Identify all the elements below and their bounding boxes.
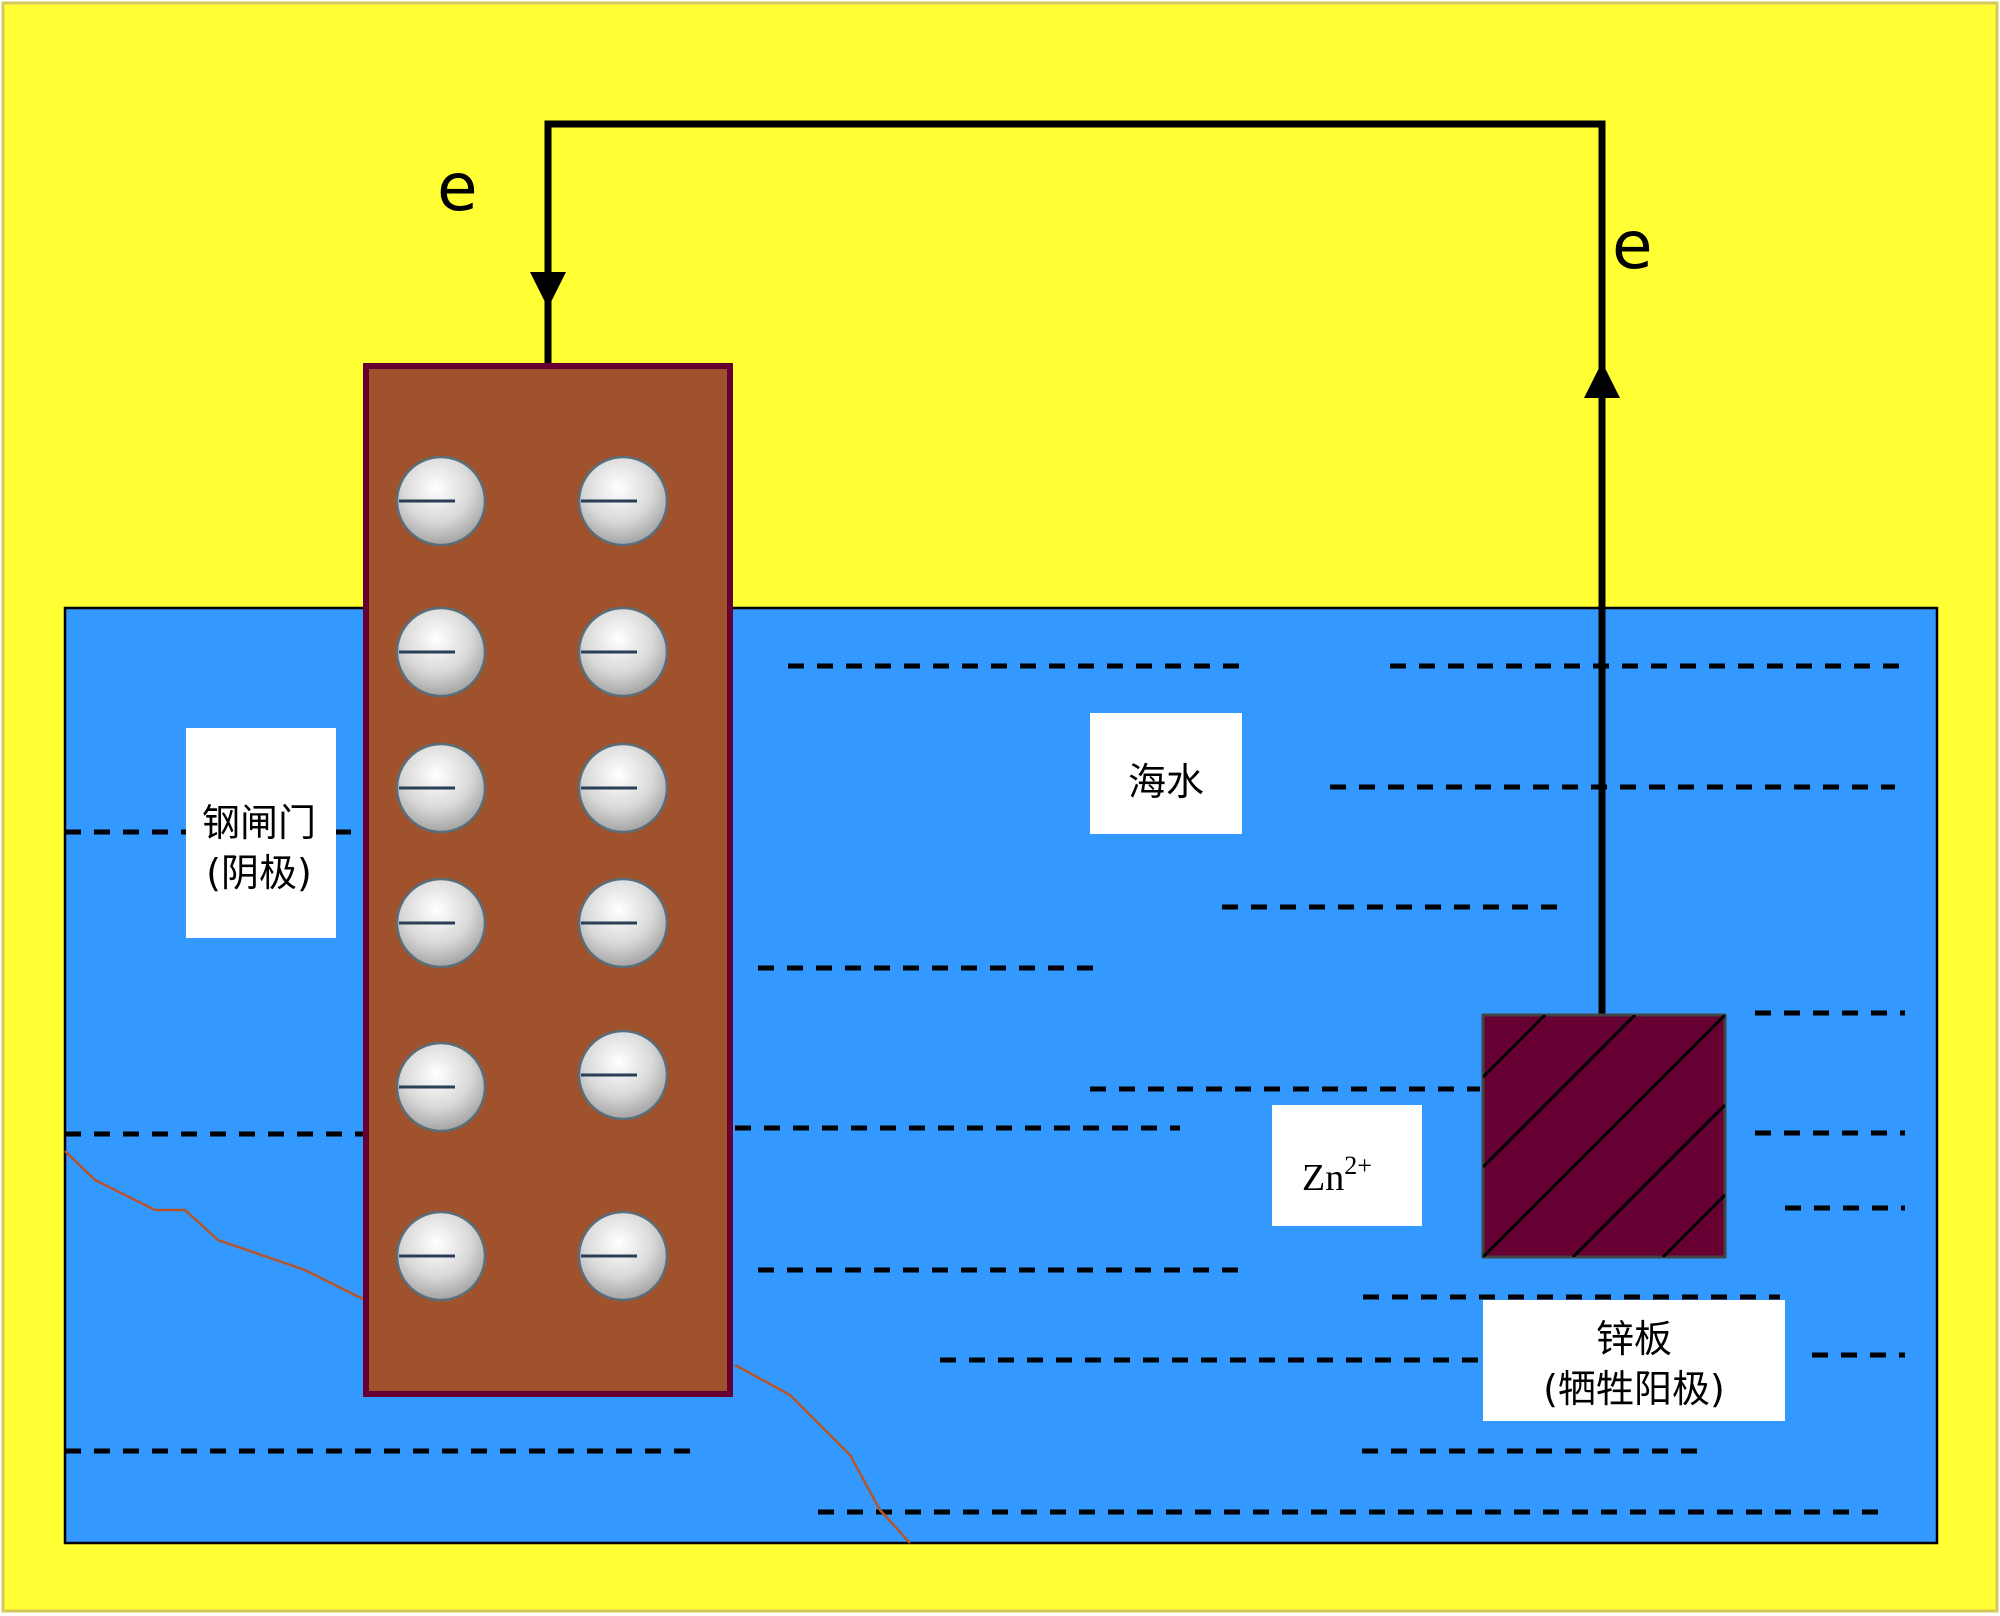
riverbed-line-right	[734, 1363, 911, 1544]
zinc-ion-label-box	[1272, 1105, 1422, 1226]
zinc-ion-label: Zn2+	[1302, 1151, 1372, 1199]
seawater-label: 海水	[1128, 760, 1204, 804]
negative-charge	[577, 877, 669, 969]
negative-charge	[395, 455, 487, 547]
steel-gate-label-line1: 钢闸门	[202, 801, 316, 845]
negative-charge	[577, 1210, 669, 1302]
zinc-plate-label-box	[1483, 1300, 1785, 1421]
arrow-down-icon	[530, 272, 566, 308]
electron-label-right: e	[1612, 207, 1653, 284]
zinc-ion-base: Zn	[1302, 1157, 1344, 1199]
steel-gate-label-box	[186, 728, 336, 938]
electron-label-left: e	[437, 149, 478, 226]
external-wire	[544, 120, 1606, 1015]
negative-charge	[395, 1210, 487, 1302]
seawater-label-box	[1090, 713, 1242, 834]
negative-charge	[395, 742, 487, 834]
zinc-plate-label-line1: 锌板	[1596, 1317, 1672, 1361]
arrow-up-icon	[1584, 362, 1620, 398]
negative-charges	[395, 455, 669, 1302]
zinc-plate-label-line2: (牺牲阳极)	[1543, 1367, 1725, 1411]
negative-charge	[577, 1029, 669, 1121]
negative-charge	[395, 1041, 487, 1133]
negative-charge	[395, 606, 487, 698]
negative-charge	[577, 455, 669, 547]
steel-gate-label-line2: (阴极)	[206, 851, 312, 895]
negative-charge	[577, 606, 669, 698]
water-dashes	[65, 663, 1905, 1515]
zinc-plate-hatching	[1483, 1015, 1725, 1257]
negative-charge	[577, 742, 669, 834]
zinc-ion-charge: 2+	[1344, 1151, 1372, 1180]
negative-charge	[395, 877, 487, 969]
riverbed-line	[64, 1150, 366, 1302]
